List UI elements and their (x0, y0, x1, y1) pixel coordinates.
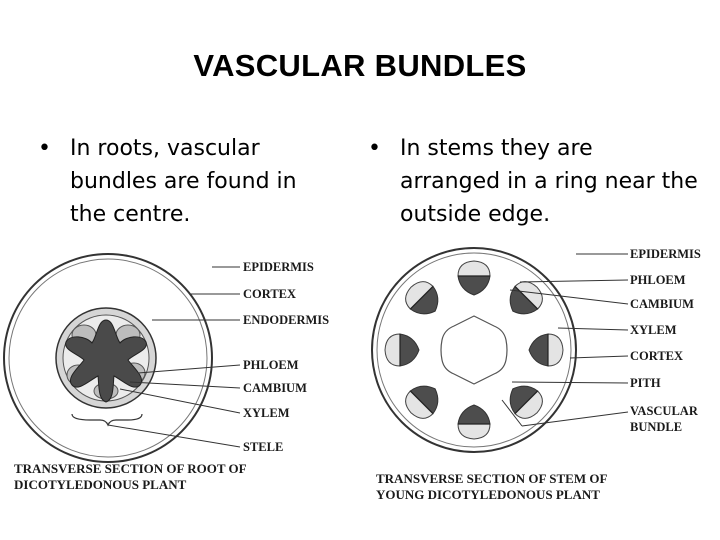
label-stele: STELE (243, 440, 283, 454)
stem-label-xylem: XYLEM (630, 323, 677, 337)
label-epidermis: EPIDERMIS (243, 260, 314, 274)
left-bullet-text: In roots, vascular bundles are found in … (70, 132, 338, 231)
vascular-bundle (458, 405, 490, 439)
root-cross-section-diagram: EPIDERMIS CORTEX ENDODERMIS PHLOEM CAMBI… (0, 248, 350, 518)
stem-diagram-svg: EPIDERMIS PHLOEM CAMBIUM XYLEM CORTEX PI… (362, 240, 720, 520)
bundle-xylem (529, 334, 548, 366)
root-diagram-svg: EPIDERMIS CORTEX ENDODERMIS PHLOEM CAMBI… (0, 248, 350, 518)
root-caption-line1: TRANSVERSE SECTION OF ROOT OF (14, 461, 247, 476)
stem-caption-line2: YOUNG DICOTYLEDONOUS PLANT (376, 487, 600, 502)
bundle-phloem (548, 334, 563, 366)
stem-label-phloem: PHLOEM (630, 273, 686, 287)
vascular-bundle (385, 334, 419, 366)
label-cambium: CAMBIUM (243, 381, 307, 395)
root-caption-line2: DICOTYLEDONOUS PLANT (14, 477, 187, 492)
stem-label-cambium: CAMBIUM (630, 297, 694, 311)
label-cortex: CORTEX (243, 287, 296, 301)
bundle-phloem (458, 261, 490, 276)
label-xylem: XYLEM (243, 406, 290, 420)
stem-caption-line1: TRANSVERSE SECTION OF STEM OF (376, 471, 607, 486)
vascular-bundle (502, 276, 549, 323)
stem-label-bundle: BUNDLE (630, 420, 682, 434)
bundle-phloem (458, 424, 490, 439)
stem-label-vascular: VASCULAR (630, 404, 699, 418)
bundle-xylem (458, 405, 490, 424)
label-endodermis: ENDODERMIS (243, 313, 329, 327)
bullet-marker: • (38, 132, 70, 231)
right-bullet-text: In stems they are arranged in a ring nea… (400, 132, 698, 231)
bullet-marker: • (368, 132, 400, 231)
vascular-bundle (400, 276, 447, 323)
stele-bracket (72, 414, 142, 425)
stem-label-epidermis: EPIDERMIS (630, 247, 701, 261)
left-bullet: • In roots, vascular bundles are found i… (38, 132, 338, 231)
label-phloem: PHLOEM (243, 358, 299, 372)
vascular-bundle (529, 334, 563, 366)
right-bullet: • In stems they are arranged in a ring n… (368, 132, 698, 231)
vascular-bundle (458, 261, 490, 295)
slide-title: VASCULAR BUNDLES (0, 48, 720, 84)
stem-pith (441, 316, 507, 384)
stem-cross-section-diagram: EPIDERMIS PHLOEM CAMBIUM XYLEM CORTEX PI… (362, 240, 720, 520)
stem-label-pith: PITH (630, 376, 661, 390)
vascular-bundle (400, 378, 447, 425)
bundle-xylem (458, 276, 490, 295)
bundle-xylem (400, 334, 419, 366)
stem-label-cortex: CORTEX (630, 349, 683, 363)
stem-vascular-bundles (385, 261, 563, 439)
bundle-phloem (385, 334, 400, 366)
vascular-bundle (502, 378, 549, 425)
